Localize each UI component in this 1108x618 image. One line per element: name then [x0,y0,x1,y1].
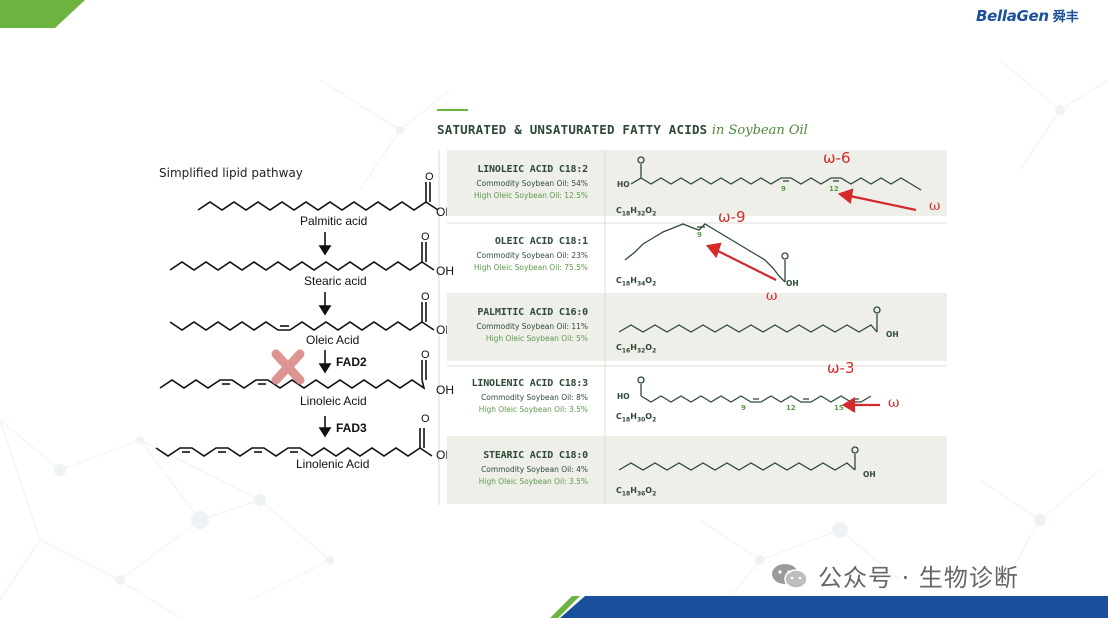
fa-higholeic-linolenic: High Oleic Soybean Oil: 3.5% [478,404,588,414]
fa-commodity-palmitic: Commodity Soybean Oil: 11% [476,321,588,331]
omega3-omega: ω [888,395,900,411]
stearic-oh: OH [436,264,454,278]
formula-linolenic: C18H30O2 [616,412,657,424]
linoleic-bond-9: 9 [781,185,786,193]
omega9-label: ω-9 [718,208,746,226]
pathway-diagram [155,182,439,457]
oleic-oh: OH [786,279,799,288]
fa-commodity-stearic: Commodity Soybean Oil: 4% [481,464,588,474]
fatty-acids-title: SATURATED & UNSATURATED FATTY ACIDS in S… [437,121,808,139]
footer-accent-green [550,596,580,618]
fatty-acids-title-main: SATURATED & UNSATURATED FATTY ACIDS [437,122,708,137]
brand-logo-text: BellaGen [976,7,1049,25]
linolenic-chain [155,447,421,457]
brand-logo-cn: 舜丰 [1052,10,1079,25]
fa-commodity-oleic: Commodity Soybean Oil: 23% [476,250,588,260]
header-accent-green [0,0,85,28]
oleic-bond-9: 9 [697,231,702,239]
oleic-structure [624,223,786,283]
enzyme-fad2: FAD2 [336,355,367,369]
linolenic-structure [640,395,872,403]
linolenic-ho: HO [617,392,630,401]
linolenic-bond-9: 9 [741,404,746,412]
stearic-label: Stearic acid [304,274,367,288]
palmitic-o: O [425,171,434,183]
pathway-title: Simplified lipid pathway [159,166,303,180]
fa-row-oleic: OLEIC ACID C18:1 Commodity Soybean Oil: … [447,236,588,272]
omega6-label: ω-6 [823,149,851,167]
fa-name-palmitic: PALMITIC ACID C16:0 [477,307,588,318]
palmitic-structure [618,324,878,333]
omega3-label: ω-3 [827,359,855,377]
oleic-o: O [421,291,430,303]
linoleic-o: O [421,349,430,361]
stearic-structure [618,462,856,471]
fa-name-linolenic: LINOLENIC ACID C18:3 [471,378,589,389]
palmitic-label: Palmitic acid [300,214,368,228]
fa-row-bg-linoleic [447,150,947,216]
linoleic-ho: HO [617,180,630,189]
pathway-arrows [318,232,332,438]
fa-name-linoleic: LINOLEIC ACID C18:2 [477,164,588,175]
formula-stearic: C18H36O2 [616,486,657,498]
fa-row-stearic: STEARIC ACID C18:0 Commodity Soybean Oil… [447,450,588,486]
wechat-icon [772,563,808,589]
fa-row-palmitic: PALMITIC ACID C16:0 Commodity Soybean Oi… [447,307,588,343]
palmitic-oh-r: OH [886,330,899,339]
enzyme-fad3: FAD3 [336,421,367,435]
watermark: 公众号 · 生物诊断 [770,558,1019,593]
linoleic-label: Linoleic Acid [300,394,367,408]
fa-higholeic-palmitic: High Oleic Soybean Oil: 5% [485,333,588,343]
linolenic-bond-12: 12 [786,404,796,412]
oleic-chain [169,321,423,331]
fa-higholeic-stearic: High Oleic Soybean Oil: 3.5% [478,476,588,486]
fa-name-stearic: STEARIC ACID C18:0 [483,450,588,461]
watermark-text: 公众号 · 生物诊断 [818,564,1019,592]
brand-logo: BellaGen 舜丰 [976,6,1079,25]
fa-row-bg-palmitic [447,293,947,361]
fa-row-separators [447,150,947,504]
linoleic-bond-12: 12 [829,185,839,193]
linolenic-o: O [421,413,430,425]
formula-oleic: C18H34O2 [616,276,657,288]
formula-linoleic: C18H32O2 [616,206,657,218]
linoleic-chain [159,379,426,390]
stearic-o: O [421,231,430,243]
fa-commodity-linolenic: Commodity Soybean Oil: 8% [481,392,588,402]
stearic-chain [169,261,423,271]
fa-row-bg-stearic [447,436,947,504]
omega6-omega: ω [929,198,941,214]
fa-higholeic-linoleic: High Oleic Soybean Oil: 12.5% [474,190,588,200]
footer-band-blue [560,596,1108,618]
fa-row-linoleic: LINOLEIC ACID C18:2 Commodity Soybean Oi… [447,164,588,200]
linoleic-oh: OH [436,383,454,397]
omega9-omega: ω [766,288,778,304]
linolenic-label: Linolenic Acid [296,457,370,471]
formula-palmitic: C16H32O2 [616,343,657,355]
fatty-acids-title-italic: in Soybean Oil [711,123,808,138]
fa-higholeic-oleic: High Oleic Soybean Oil: 75.5% [474,262,588,272]
fa-name-oleic: OLEIC ACID C18:1 [494,236,588,247]
omega-arrows [705,188,917,413]
stearic-oh-r: OH [863,470,876,479]
linolenic-bond-15: 15 [834,404,844,412]
fa-structures [618,156,922,471]
linoleic-structure [630,177,922,191]
blocked-step-x [271,349,305,385]
fa-commodity-linoleic: Commodity Soybean Oil: 54% [476,178,588,188]
palmitic-chain [197,201,427,211]
oleic-label: Oleic Acid [306,333,360,347]
fa-row-linolenic: LINOLENIC ACID C18:3 Commodity Soybean O… [447,378,589,414]
